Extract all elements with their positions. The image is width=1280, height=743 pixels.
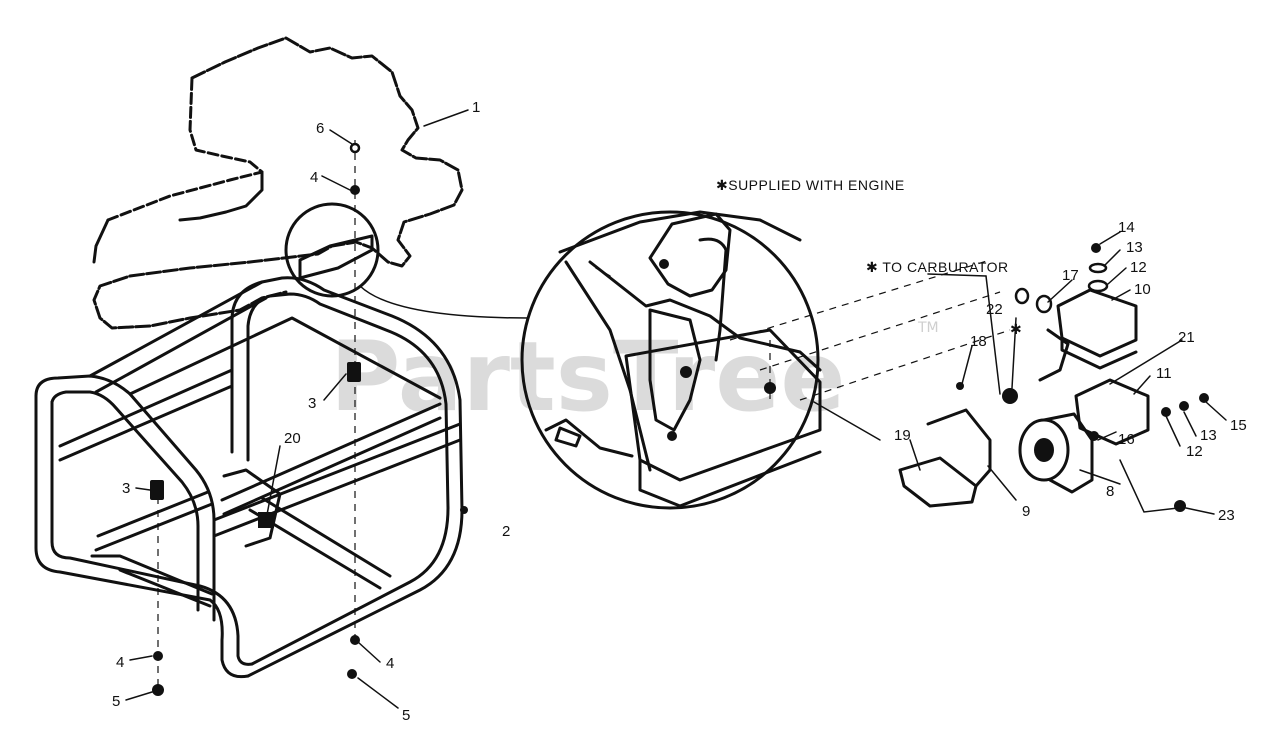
callout-4-right: 4 — [386, 655, 394, 672]
callout-5-left: 5 — [112, 693, 120, 710]
callout-3-upper: 3 — [308, 395, 316, 412]
callout-6: 6 — [316, 120, 324, 137]
callout-23: 23 — [1218, 507, 1235, 524]
watermark-trademark: TM — [917, 320, 939, 336]
callout-11: 11 — [1156, 365, 1172, 382]
hardware — [150, 142, 468, 696]
asterisk-mark: ✱ — [1010, 321, 1022, 337]
detail-circle-large — [520, 210, 881, 510]
callout-13-top: 13 — [1126, 239, 1143, 256]
callout-12-top: 12 — [1130, 259, 1147, 276]
callout-4-left: 4 — [116, 654, 124, 671]
callout-18: 18 — [970, 333, 987, 350]
callout-3-lower: 3 — [122, 480, 130, 497]
callout-22: 22 — [986, 301, 1003, 318]
callout-2: 2 — [502, 523, 510, 540]
callout-17: 17 — [1062, 267, 1079, 284]
callout-14: 14 — [1118, 219, 1135, 236]
supplied-with-engine-note: ✱SUPPLIED WITH ENGINE — [716, 177, 905, 193]
callout-15: 15 — [1230, 417, 1247, 434]
callout-8: 8 — [1106, 483, 1114, 500]
assembly-line-right-1 — [729, 259, 991, 341]
callout-4-top: 4 — [310, 169, 318, 186]
callout-19: 19 — [894, 427, 911, 444]
engine-outline — [92, 36, 464, 330]
callout-5-right: 5 — [402, 707, 410, 724]
watermark: PartsTree — [330, 321, 845, 433]
callouts: 1 2 3 3 4 4 4 5 5 6 8 9 10 11 12 12 13 1… — [112, 99, 1247, 724]
assembly-line-right-3 — [799, 329, 1011, 401]
callout-16: 16 — [1118, 431, 1135, 448]
frame — [34, 276, 464, 679]
carburetor-assembly — [898, 243, 1209, 513]
callout-9: 9 — [1022, 503, 1030, 520]
leader-lines — [125, 109, 1227, 709]
callout-1: 1 — [472, 99, 480, 116]
to-carburator-note: ✱ TO CARBURATOR — [866, 259, 1009, 275]
assembly-line-right-2 — [759, 291, 1001, 371]
callout-21: 21 — [1178, 329, 1195, 346]
detail-connector — [359, 285, 529, 319]
callout-12-bottom: 12 — [1186, 443, 1203, 460]
callout-20: 20 — [284, 430, 301, 447]
detail-circle-small — [284, 202, 380, 298]
callout-10: 10 — [1134, 281, 1151, 298]
callout-13-bottom: 13 — [1200, 427, 1217, 444]
